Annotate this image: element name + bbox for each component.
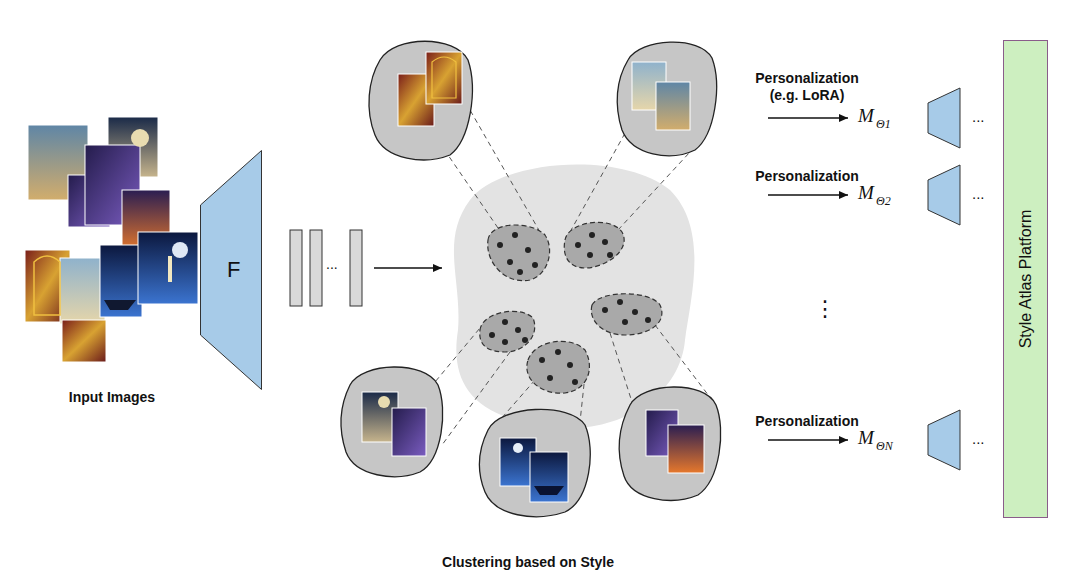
trapezoid-shape xyxy=(201,151,262,390)
step-label: Personalization (e.g. LoRA) xyxy=(746,70,868,104)
caption-label: Clustering based on Style xyxy=(418,554,638,571)
ellipsis: ... xyxy=(972,108,985,126)
step-label: Personalization xyxy=(746,413,868,430)
platform-bar: Style Atlas Platform xyxy=(1003,40,1048,518)
ellipsis: ... xyxy=(326,256,338,273)
model-subscript: ΘN xyxy=(876,439,893,453)
ellipsis: ... xyxy=(972,185,985,203)
platform-label: Style Atlas Platform xyxy=(1017,210,1035,349)
step-label: Personalization xyxy=(746,168,868,185)
model-subscript: Θ2 xyxy=(876,194,891,208)
model-subscript: Θ1 xyxy=(876,117,891,131)
ellipsis: ... xyxy=(972,430,985,448)
model-symbol: M xyxy=(858,427,874,450)
model-symbol: M xyxy=(858,182,874,205)
caption-label: Input Images xyxy=(42,389,182,406)
vertical-ellipsis: ⋮ xyxy=(814,296,836,322)
model-symbol: M xyxy=(858,105,874,128)
encoder-label: F xyxy=(227,257,240,283)
encoder-trapezoid: F xyxy=(200,150,262,390)
